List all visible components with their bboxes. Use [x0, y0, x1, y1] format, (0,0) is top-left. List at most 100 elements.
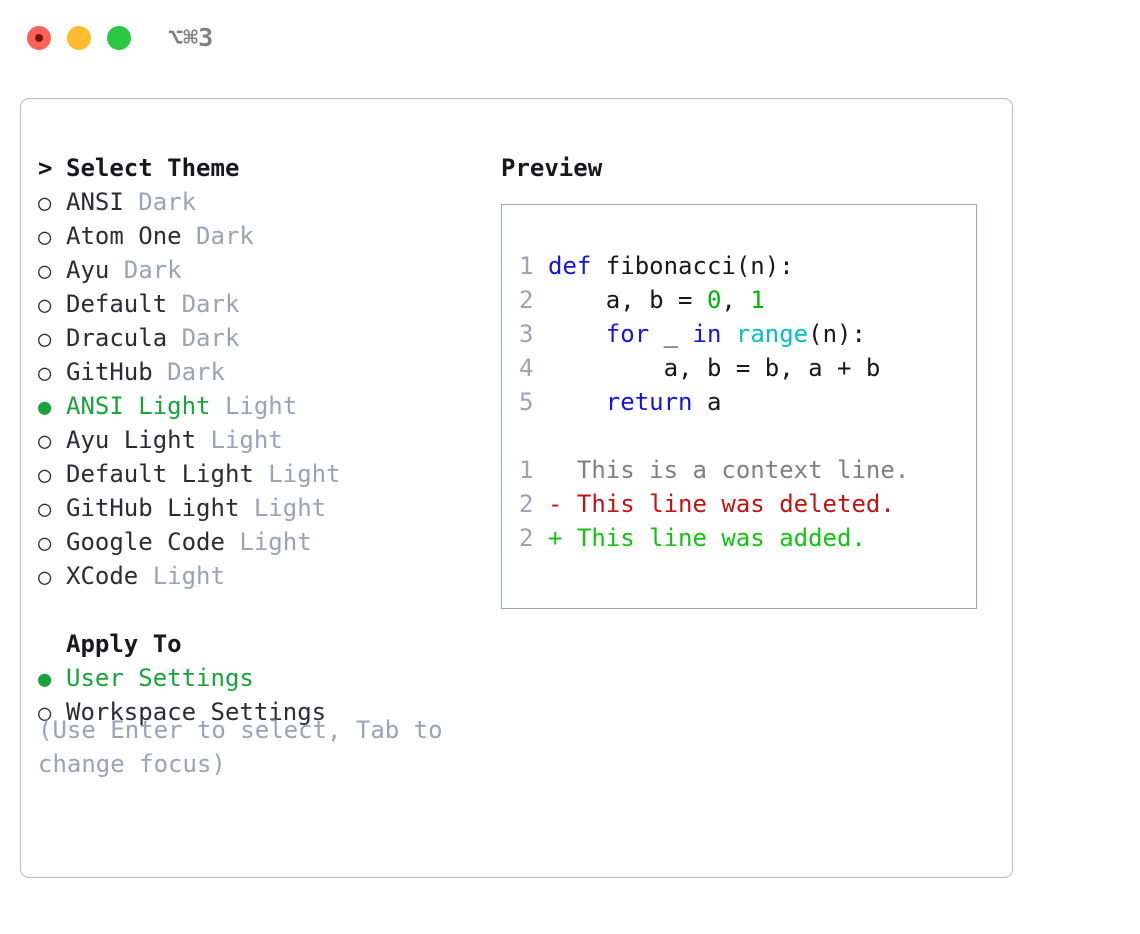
help-text-line-2: change focus): [38, 750, 226, 778]
radio-unselected-icon[interactable]: ○: [38, 327, 52, 352]
code-token: def: [548, 252, 592, 280]
theme-option-variant-badge: Dark: [109, 256, 182, 284]
code-token: fibonacci(n):: [591, 252, 794, 280]
close-window-button[interactable]: [27, 26, 51, 50]
theme-option-label: Default: [66, 290, 168, 318]
minimize-window-button[interactable]: [67, 26, 91, 50]
radio-unselected-icon[interactable]: ○: [38, 361, 52, 386]
diff-marker: +: [548, 524, 577, 552]
code-token: for: [605, 320, 650, 348]
code-token: (n):: [808, 320, 866, 348]
radio-unselected-icon[interactable]: ○: [38, 701, 52, 726]
theme-option-label: GitHub Light: [66, 494, 240, 522]
theme-option-row[interactable]: ○ Ayu Dark: [38, 253, 498, 287]
theme-option-row[interactable]: ○ Atom One Dark: [38, 219, 498, 253]
code-line: 4 a, b = b, a + b: [519, 351, 972, 385]
radio-unselected-icon[interactable]: ○: [38, 531, 52, 556]
apply-to-option-row[interactable]: ○ Workspace Settings: [38, 695, 498, 729]
preview-title: Preview: [501, 154, 603, 182]
theme-option-variant-badge: Dark: [123, 188, 197, 216]
code-line: 3 for _ in range(n):: [519, 317, 972, 351]
radio-selected-icon[interactable]: ●: [38, 395, 52, 420]
diff-line-number: 2: [519, 524, 534, 552]
code-line-number: 4: [519, 354, 534, 382]
theme-option-label: Dracula: [66, 324, 168, 352]
diff-line: 2 + This line was added.: [519, 521, 972, 555]
code-line-number: 3: [519, 320, 534, 348]
help-text: (Use Enter to select, Tab to change focu…: [38, 713, 458, 781]
theme-option-label: Default Light: [66, 460, 254, 488]
radio-unselected-icon[interactable]: ○: [38, 497, 52, 522]
theme-option-row[interactable]: ○ ANSI Dark: [38, 185, 498, 219]
apply-to-header-label: Apply To: [66, 630, 182, 658]
diff-line: 1 This is a context line.: [519, 453, 972, 487]
code-token: 1: [750, 286, 765, 314]
theme-option-variant-badge: Light: [196, 426, 283, 454]
code-token: in: [692, 320, 722, 348]
theme-option-label: ANSI: [66, 188, 124, 216]
theme-picker-list[interactable]: >Select Theme ○ ANSI Dark ○ Atom One Dark ○ Ay…: [38, 151, 498, 729]
apply-to-option-row[interactable]: ● User Settings: [38, 661, 498, 695]
theme-option-label: Ayu: [66, 256, 110, 284]
theme-option-variant-badge: Light: [253, 460, 341, 488]
theme-option-row[interactable]: ○ Ayu Light Light: [38, 423, 498, 457]
code-line: 5 return a: [519, 385, 972, 419]
radio-unselected-icon[interactable]: ○: [38, 259, 52, 284]
radio-unselected-icon[interactable]: ○: [38, 429, 52, 454]
theme-option-label: Atom One: [66, 222, 182, 250]
theme-option-variant-badge: Dark: [167, 290, 240, 318]
code-line: 2 a, b = 0, 1: [519, 283, 972, 317]
theme-option-label: ANSI Light: [66, 392, 211, 420]
theme-option-variant-badge: Dark: [181, 222, 254, 250]
diff-line-text: This line was added.: [576, 524, 866, 552]
theme-option-variant-badge: Light: [210, 392, 298, 420]
code-line-number: 5: [519, 388, 534, 416]
radio-unselected-icon[interactable]: ○: [38, 225, 52, 250]
apply-to-option-label: Workspace Settings: [66, 698, 327, 726]
theme-picker-header: >Select Theme: [38, 151, 498, 185]
code-blank-line: [519, 419, 972, 453]
radio-unselected-icon[interactable]: ○: [38, 191, 52, 216]
code-token: return: [605, 388, 693, 416]
code-token: a: [692, 388, 722, 416]
theme-option-row[interactable]: ○ XCode Light: [38, 559, 498, 593]
radio-unselected-icon[interactable]: ○: [38, 293, 52, 318]
code-token: a, b = b, a + b: [548, 354, 881, 382]
title-bar: ⌥⌘3: [0, 0, 1140, 78]
maximize-window-button[interactable]: [107, 26, 131, 50]
focus-caret-icon: >: [38, 154, 53, 182]
theme-option-row[interactable]: ○ Google Code Light: [38, 525, 498, 559]
keyboard-shortcut-label: ⌥⌘3: [168, 23, 214, 52]
code-token: [721, 320, 735, 348]
radio-selected-icon[interactable]: ●: [38, 667, 52, 692]
code-token: 0: [706, 286, 722, 314]
theme-option-row[interactable]: ○GitHub Dark: [38, 355, 498, 389]
diff-line: 2- This line was deleted.: [519, 487, 972, 521]
diff-line-text: This line was deleted.: [576, 490, 895, 518]
theme-option-variant-badge: Light: [224, 528, 312, 556]
theme-option-label: Ayu Light: [66, 426, 197, 454]
theme-option-row[interactable]: ○ Dracula Dark: [38, 321, 498, 355]
diff-marker: -: [548, 490, 577, 518]
theme-option-label: Google Code: [66, 528, 225, 556]
code-line-number: 2: [519, 286, 534, 314]
code-token: [548, 320, 606, 348]
theme-option-row[interactable]: ○ GitHub Light Light: [38, 491, 498, 525]
diff-line-text: This is a context line.: [576, 456, 910, 484]
theme-option-variant-badge: Dark: [167, 324, 240, 352]
apply-to-header-spacer: ·: [38, 629, 66, 663]
theme-option-label: XCode: [66, 562, 139, 590]
theme-option-variant-badge: Light: [138, 562, 225, 590]
apply-to-header: ·Apply To: [38, 627, 498, 661]
theme-option-row[interactable]: ○ Default Dark: [38, 287, 498, 321]
theme-option-variant-badge: Light: [239, 494, 327, 522]
help-text-line-1: (Use Enter to select, Tab to: [38, 716, 443, 744]
apply-to-option-label: User Settings: [66, 664, 254, 692]
radio-unselected-icon[interactable]: ○: [38, 463, 52, 488]
code-token: [548, 388, 606, 416]
theme-option-row[interactable]: ○ Default Light Light: [38, 457, 498, 491]
radio-unselected-icon[interactable]: ○: [38, 565, 52, 590]
theme-option-row[interactable]: ● ANSI Light Light: [38, 389, 498, 423]
